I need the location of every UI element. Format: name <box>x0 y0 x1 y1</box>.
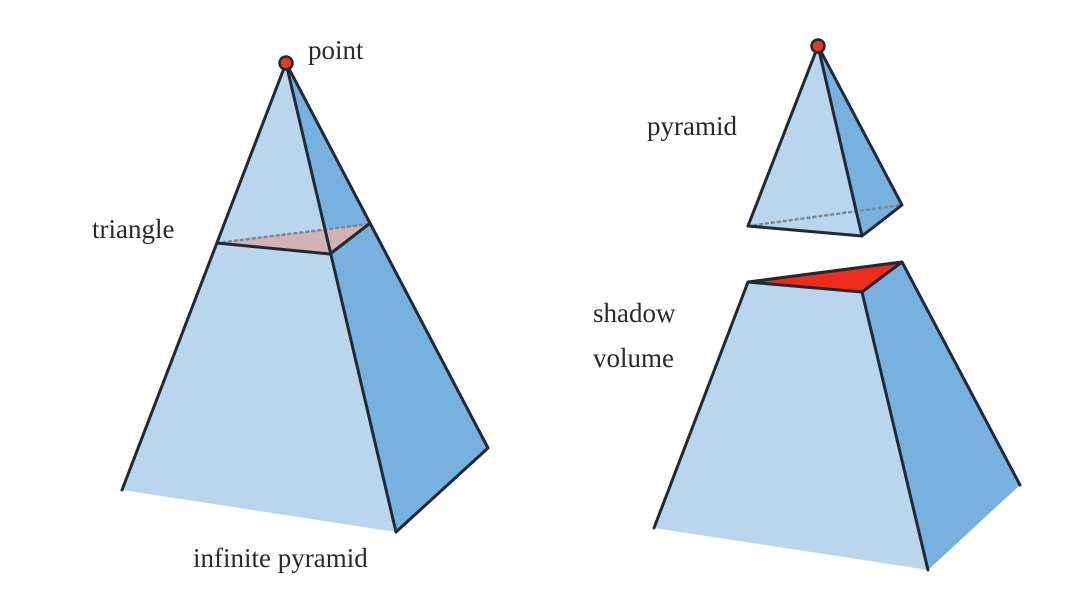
shadow-volume-side-face <box>862 262 1020 570</box>
infinite-pyramid-side-face <box>286 63 488 532</box>
pyramid-side-face <box>818 46 902 236</box>
pyramid-right-edges <box>816 44 904 238</box>
triangle-visible-edges <box>215 222 371 256</box>
shadow-volume-right-edge <box>900 260 1022 487</box>
shadow-volume-left-edge <box>652 280 750 530</box>
pyramid-edges <box>746 44 864 238</box>
label-triangle: triangle <box>92 214 174 244</box>
label-volume: volume <box>593 343 674 373</box>
light-point-marker <box>278 55 294 71</box>
pyramid-apex-point-marker <box>810 38 826 54</box>
infinite-pyramid-figure <box>120 55 490 534</box>
label-point: point <box>308 35 364 65</box>
pyramid-figure <box>746 38 904 238</box>
shadow-volume-cap-edges <box>746 260 904 294</box>
label-pyramid: pyramid <box>647 111 737 141</box>
triangle-hidden-edge <box>215 222 371 245</box>
infinite-pyramid-front-face <box>122 63 396 532</box>
pyramid-front-face <box>748 46 862 236</box>
label-infinite-pyramid: infinite pyramid <box>193 543 368 573</box>
shadow-volume-middle-edge <box>860 290 930 572</box>
shadow-volume-front-face <box>654 282 928 570</box>
infinite-pyramid-right-edge <box>284 61 490 534</box>
shadow-volume-figure <box>652 260 1022 572</box>
pyramid-hidden-edge <box>746 203 904 228</box>
label-shadow: shadow <box>593 298 676 328</box>
